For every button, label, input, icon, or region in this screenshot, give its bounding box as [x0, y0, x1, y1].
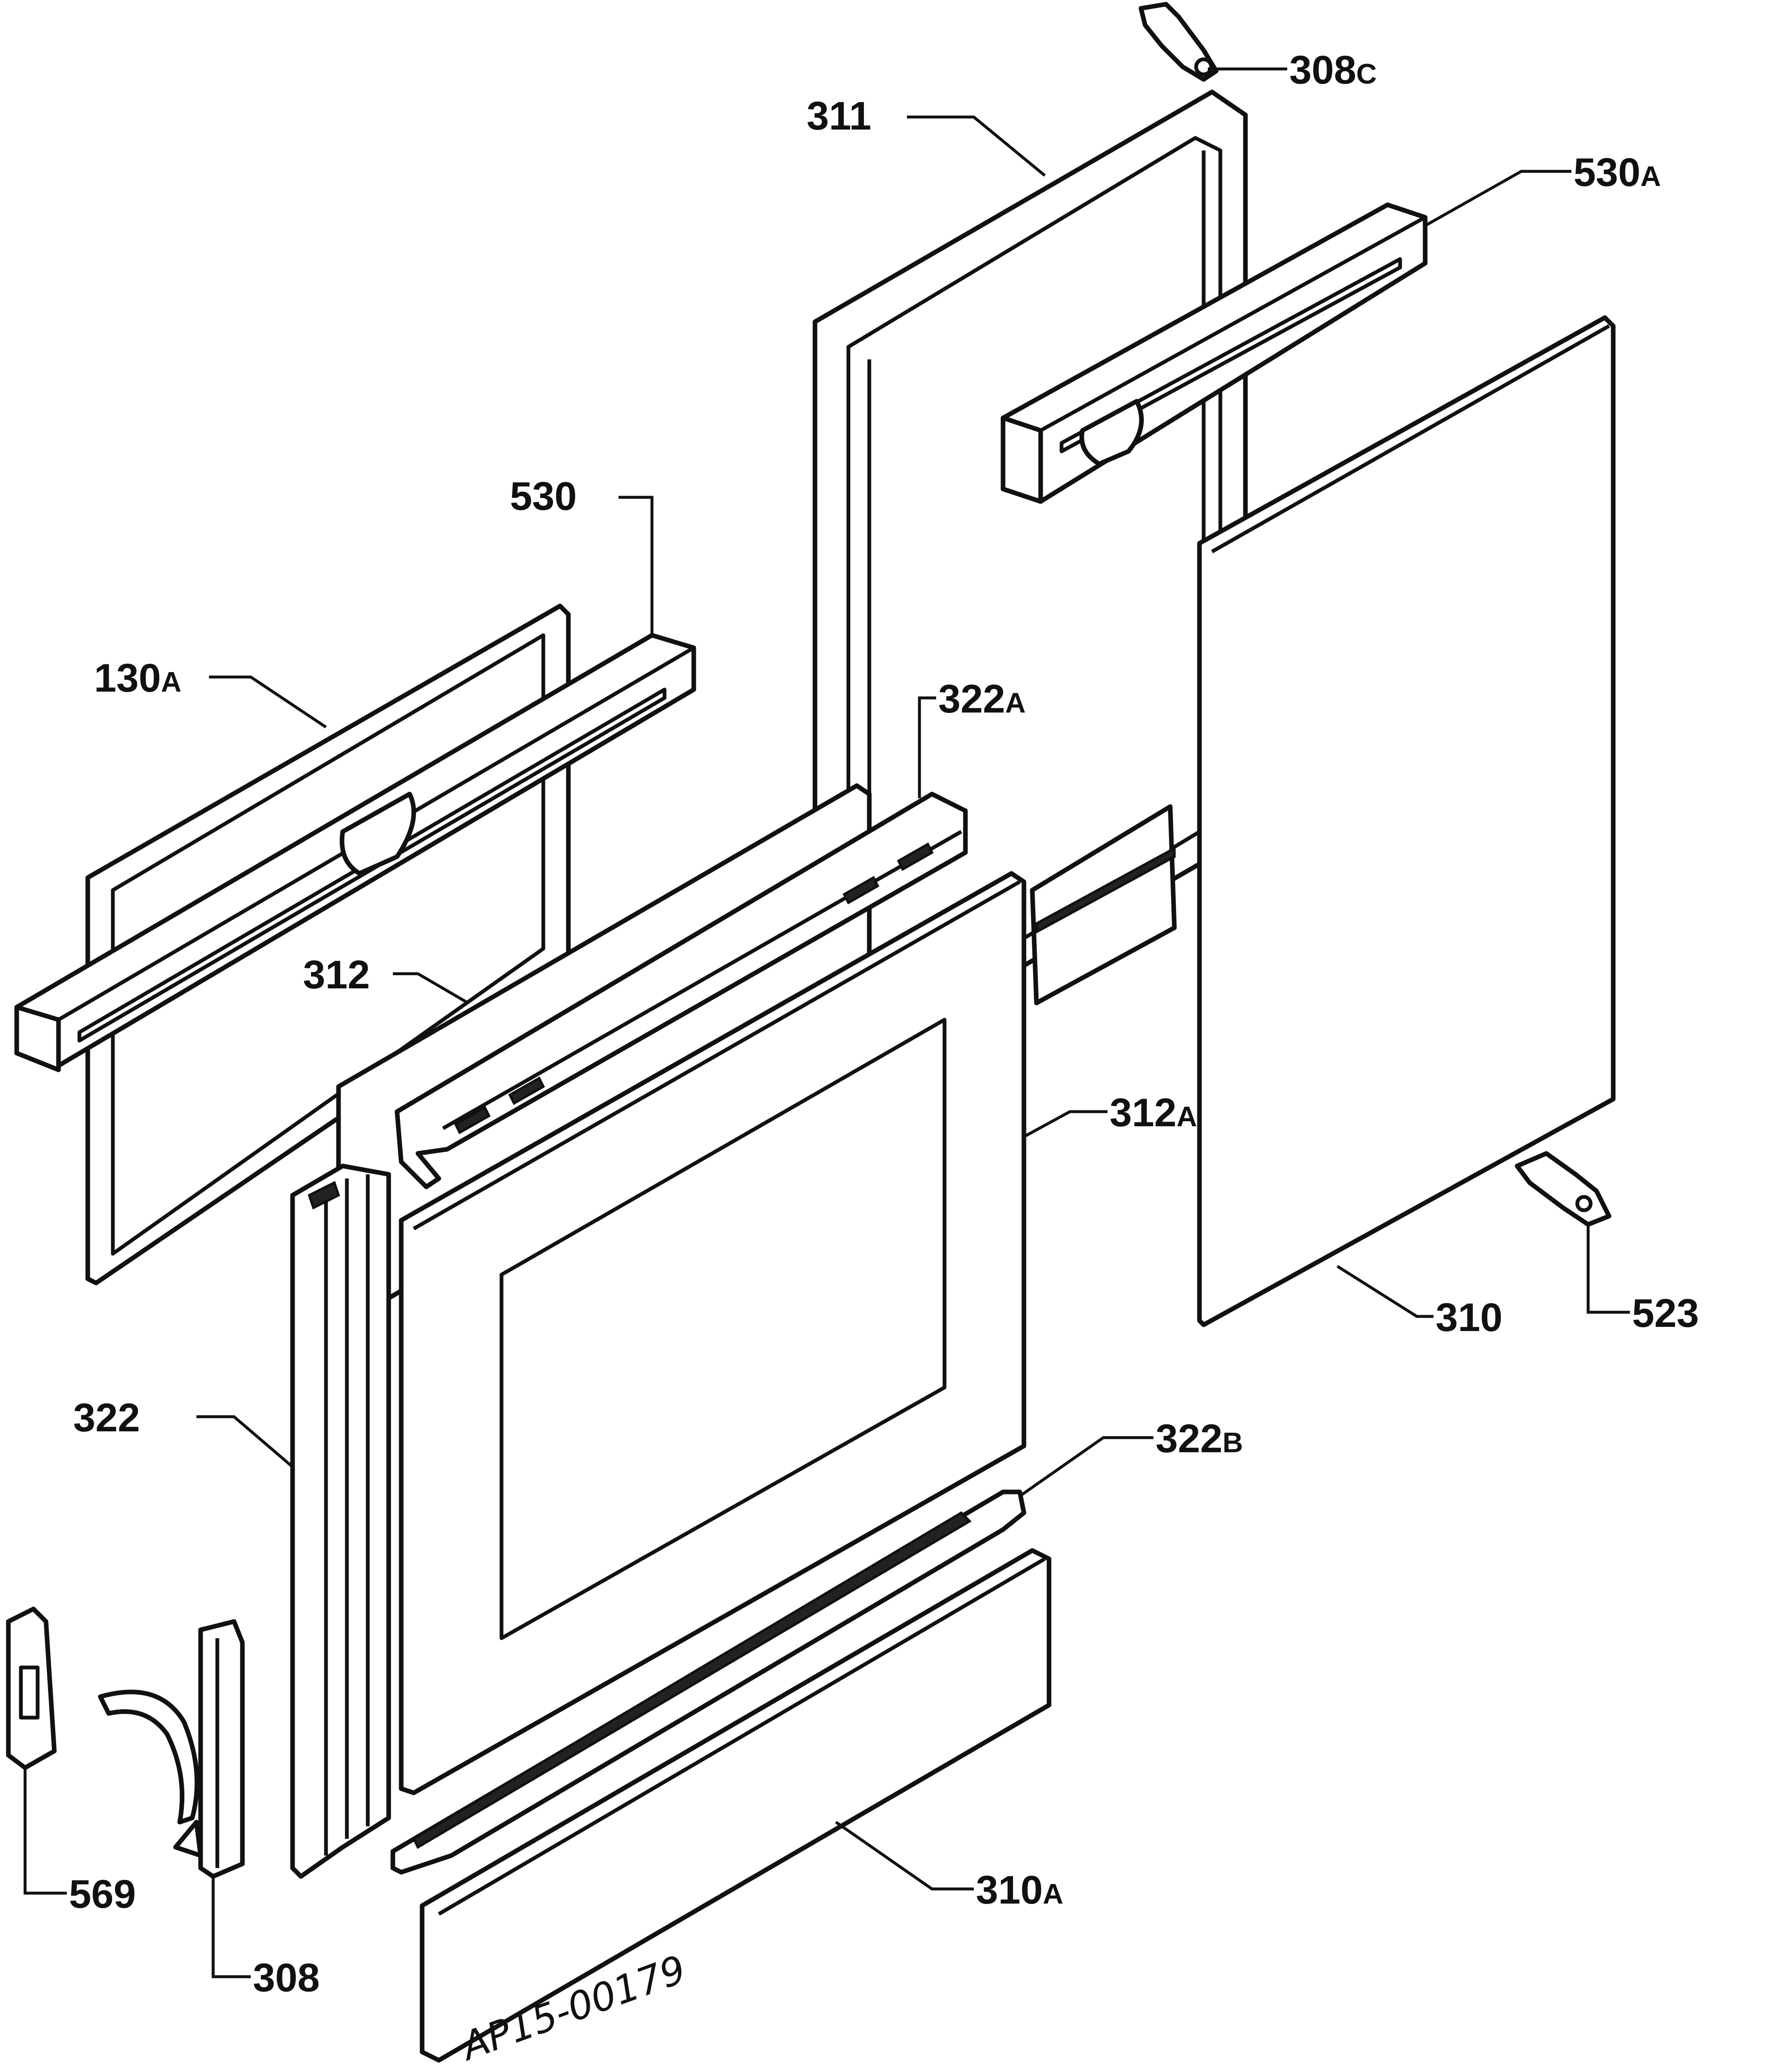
svg-text:569: 569	[69, 1872, 136, 1917]
svg-text:322B: 322B	[1156, 1416, 1243, 1461]
callout-310a: 310A	[976, 1868, 1063, 1912]
callout-130a: 130A	[94, 656, 181, 700]
svg-text:130A: 130A	[94, 656, 181, 700]
callout-530a: 530A	[1574, 150, 1661, 195]
part-530-hinge-bar	[14, 633, 696, 1072]
part-310a-bottom-trim	[420, 1548, 1052, 2063]
part-322-side-profile	[290, 1163, 391, 1879]
svg-text:310A: 310A	[976, 1868, 1063, 1912]
callout-322: 322	[73, 1395, 140, 1440]
callout-312a: 312A	[1110, 1090, 1197, 1135]
svg-text:312: 312	[303, 952, 370, 997]
part-530a-hinge-bar	[1001, 202, 1428, 504]
svg-text:310: 310	[1436, 1295, 1502, 1340]
callout-322b: 322B	[1156, 1416, 1243, 1461]
part-322b-bottom-channel	[390, 1489, 1026, 1875]
svg-text:530: 530	[510, 474, 577, 519]
svg-text:322: 322	[73, 1395, 140, 1440]
callout-530: 530	[510, 474, 577, 519]
callout-569: 569	[69, 1872, 136, 1917]
svg-text:308: 308	[253, 1955, 320, 2000]
callout-308: 308	[253, 1955, 320, 2000]
svg-text:308C: 308C	[1289, 48, 1377, 92]
callout-322a: 322A	[938, 677, 1026, 721]
part-322a-top-channel	[395, 792, 968, 1189]
part-310-rear-glass	[1197, 315, 1616, 1327]
part-523-bottom-bracket	[1515, 1151, 1612, 1227]
callout-523: 523	[1632, 1291, 1699, 1336]
part-308c-top-bracket	[1138, 2, 1219, 82]
callout-310: 310	[1436, 1295, 1502, 1340]
svg-text:311: 311	[807, 94, 871, 138]
leader-lines	[23, 67, 1630, 1978]
svg-text:312A: 312A	[1110, 1090, 1197, 1135]
svg-text:523: 523	[1632, 1291, 1699, 1336]
part-569-clip	[6, 1606, 57, 1770]
part-311-rear-frame	[812, 89, 1248, 1089]
part-308-hinge	[98, 1619, 245, 1879]
svg-text:530A: 530A	[1574, 150, 1661, 195]
svg-text:322A: 322A	[938, 677, 1026, 721]
callout-308c: 308C	[1289, 48, 1377, 92]
background-rail	[1030, 804, 1177, 1005]
callout-311: 311	[807, 94, 871, 138]
callout-312: 312	[303, 952, 370, 997]
part-312a-front-panel	[399, 871, 1026, 1795]
